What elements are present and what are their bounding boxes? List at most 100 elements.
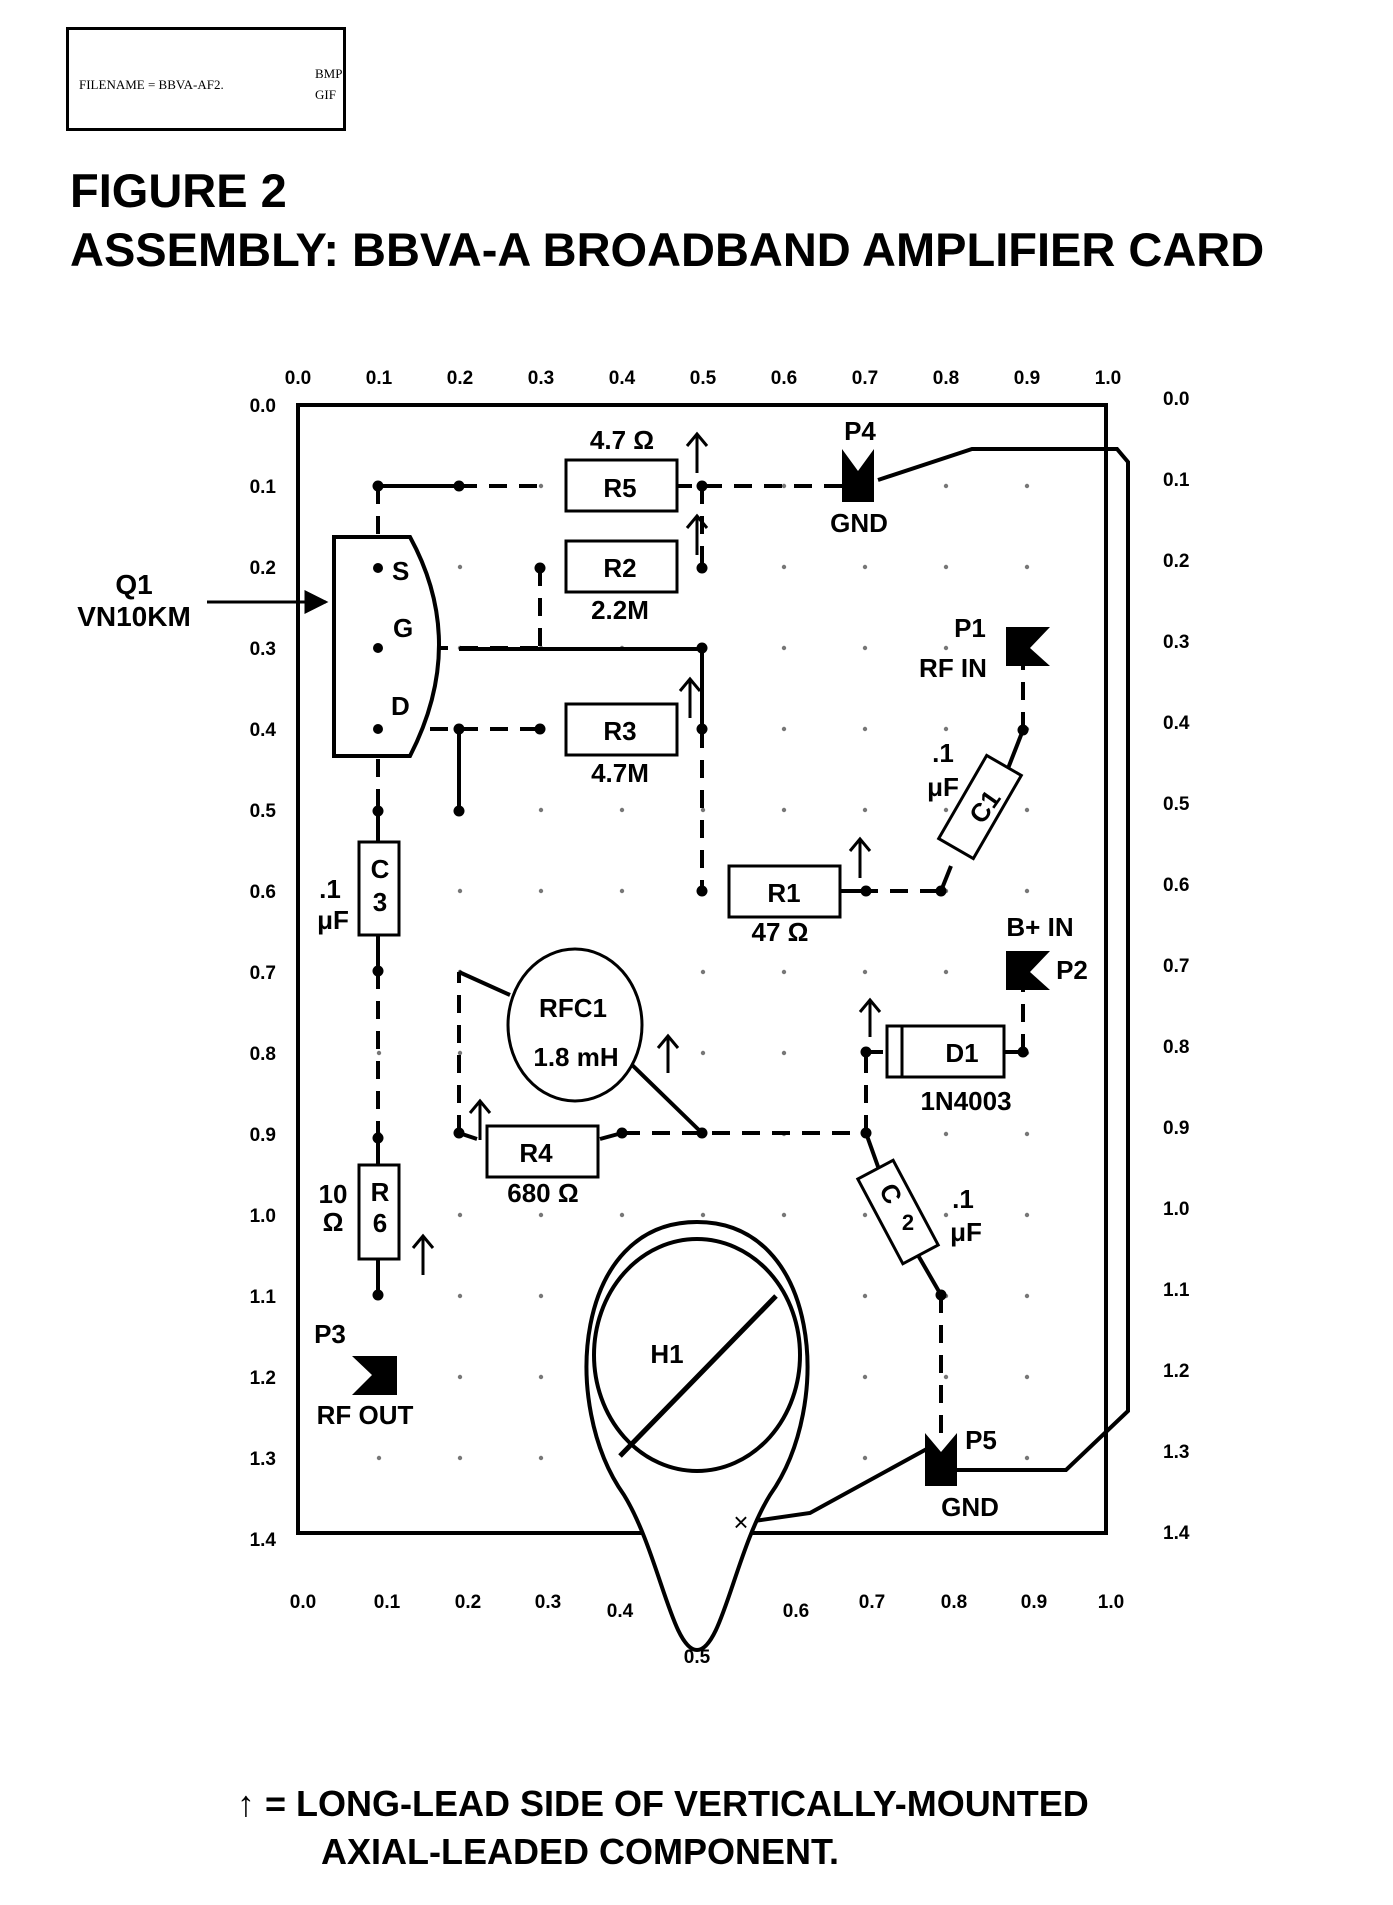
x-bottom-tick-label: 0.5 — [684, 1647, 711, 1668]
x-bottom-tick-label: 0.4 — [607, 1601, 634, 1622]
filename-text: FILENAME = BBVA-AF2. — [79, 77, 224, 92]
x-bottom-tick-label: 0.7 — [859, 1592, 885, 1613]
r6-value-b: Ω — [323, 1207, 344, 1237]
p5-ref: P5 — [965, 1425, 997, 1455]
x-top-tick-label: 1.0 — [1095, 368, 1121, 389]
q1-pin-dots — [373, 563, 383, 734]
c1-value-a: .1 — [932, 738, 954, 768]
x-bottom-tick-label: 0.2 — [455, 1592, 481, 1613]
y-left-tick-label: 0.5 — [250, 801, 277, 822]
y-right-tick-label: 1.2 — [1163, 1361, 1189, 1382]
x-top-tick-label: 0.3 — [528, 368, 554, 389]
r3-value: 4.7M — [591, 758, 649, 788]
y-right-tick-label: 1.0 — [1163, 1199, 1189, 1220]
filename-box: FILENAME = BBVA-AF2. BMP GIF — [66, 27, 346, 131]
long-lead-arrows — [411, 431, 882, 1275]
y-left-tick-label: 0.6 — [250, 882, 276, 903]
y-left-tick-label: 1.1 — [250, 1287, 277, 1308]
q1-ref: Q1 — [115, 569, 152, 600]
y-right-tick-label: 1.4 — [1163, 1523, 1190, 1544]
y-left-tick-label: 1.4 — [250, 1530, 277, 1551]
y-right-tick-label: 0.6 — [1163, 875, 1189, 896]
y-right-tick-label: 1.1 — [1163, 1280, 1190, 1301]
p1-label: RF IN — [919, 653, 987, 683]
h1-cross-mark: × — [733, 1507, 748, 1537]
y-left-tick-label: 0.9 — [250, 1125, 276, 1146]
r2-body — [564, 539, 679, 594]
legend-line-2: AXIAL-LEADED COMPONENT. — [321, 1831, 840, 1872]
y-right-tick-label: 0.5 — [1163, 794, 1190, 815]
r2-value: 2.2M — [591, 595, 649, 625]
c3-ref-a: C — [371, 854, 390, 884]
y-right-tick-label: 1.3 — [1163, 1442, 1189, 1463]
y-right-tick-label: 0.4 — [1163, 713, 1190, 734]
legend: ↑ = LONG-LEAD SIDE OF VERTICALLY-MOUNTED… — [237, 1780, 1089, 1876]
x-top-tick-label: 0.5 — [690, 368, 717, 389]
y-left-tick-label: 0.4 — [250, 720, 277, 741]
x-top-tick-label: 0.9 — [1014, 368, 1040, 389]
p3-ref: P3 — [314, 1319, 346, 1349]
x-top-tick-label: 0.2 — [447, 368, 473, 389]
filename-ext-bmp: BMP — [315, 66, 343, 81]
r6-ref-b: 6 — [373, 1208, 387, 1238]
y-left-tick-label: 0.8 — [250, 1044, 276, 1065]
junction-dots — [372, 480, 1029, 1301]
c1-body — [936, 753, 1024, 861]
c2-value-b: μF — [950, 1217, 982, 1247]
assembly-title: ASSEMBLY: BBVA-A BROADBAND AMPLIFIER CAR… — [70, 223, 1265, 276]
x-bottom-tick-label: 0.9 — [1021, 1592, 1047, 1613]
y-left-tick-label: 0.7 — [250, 963, 276, 984]
x-top-tick-label: 0.6 — [771, 368, 797, 389]
y-left-tick-label: 1.2 — [250, 1368, 276, 1389]
q1-part: VN10KM — [77, 601, 191, 632]
h1-ref: H1 — [650, 1339, 683, 1369]
y-right-tick-label: 0.8 — [1163, 1037, 1189, 1058]
c3-value-b: μF — [317, 905, 349, 935]
p4-label: GND — [830, 508, 888, 538]
h1-hole — [592, 1237, 802, 1473]
y-axis-left: 0.00.10.20.30.40.50.60.70.80.91.01.11.21… — [250, 396, 277, 1551]
x-top-tick-label: 0.8 — [933, 368, 959, 389]
x-bottom-tick-label: 0.3 — [535, 1592, 561, 1613]
y-right-tick-label: 0.1 — [1163, 470, 1190, 491]
connector-shapes — [352, 449, 1050, 1486]
y-axis-right: 0.00.10.20.30.40.50.60.70.80.91.01.11.21… — [1163, 389, 1190, 1544]
d1-part: 1N4003 — [920, 1086, 1011, 1116]
y-left-tick-label: 1.0 — [250, 1206, 276, 1227]
c2-value-a: .1 — [952, 1184, 974, 1214]
x-bottom-tick-label: 1.0 — [1098, 1592, 1124, 1613]
y-left-tick-label: 1.3 — [250, 1449, 276, 1470]
p2-label: B+ IN — [1006, 912, 1073, 942]
r5-body — [564, 458, 679, 513]
x-bottom-tick-label: 0.8 — [941, 1592, 967, 1613]
rfc1-ref: RFC1 — [539, 993, 607, 1023]
filename-ext-gif: GIF — [315, 87, 336, 102]
r3-body — [564, 702, 679, 757]
x-top-tick-label: 0.1 — [366, 368, 393, 389]
q1-pin-g: G — [393, 613, 413, 643]
c1-value-b: μF — [927, 772, 959, 802]
d1-ref: D1 — [945, 1038, 978, 1068]
p5-label: GND — [941, 1492, 999, 1522]
x-top-tick-label: 0.0 — [285, 368, 311, 389]
r5-value: 4.7 Ω — [590, 425, 654, 455]
r5-ref: R5 — [603, 473, 636, 503]
c3-body — [357, 840, 401, 937]
y-left-tick-label: 0.1 — [250, 477, 277, 498]
y-right-tick-label: 0.2 — [1163, 551, 1189, 572]
q1-pin-s: S — [392, 556, 409, 586]
x-bottom-tick-label: 0.6 — [783, 1601, 809, 1622]
figure-title: FIGURE 2 — [70, 164, 287, 217]
y-left-tick-label: 0.2 — [250, 558, 276, 579]
c3-ref-b: 3 — [373, 887, 387, 917]
q1-transistor-body — [332, 535, 441, 758]
x-top-tick-label: 0.4 — [609, 368, 636, 389]
r1-body — [727, 864, 842, 919]
r4-body — [485, 1124, 600, 1179]
p1-ref: P1 — [954, 613, 986, 643]
r1-value: 47 Ω — [752, 917, 809, 947]
c2-body — [855, 1158, 941, 1266]
